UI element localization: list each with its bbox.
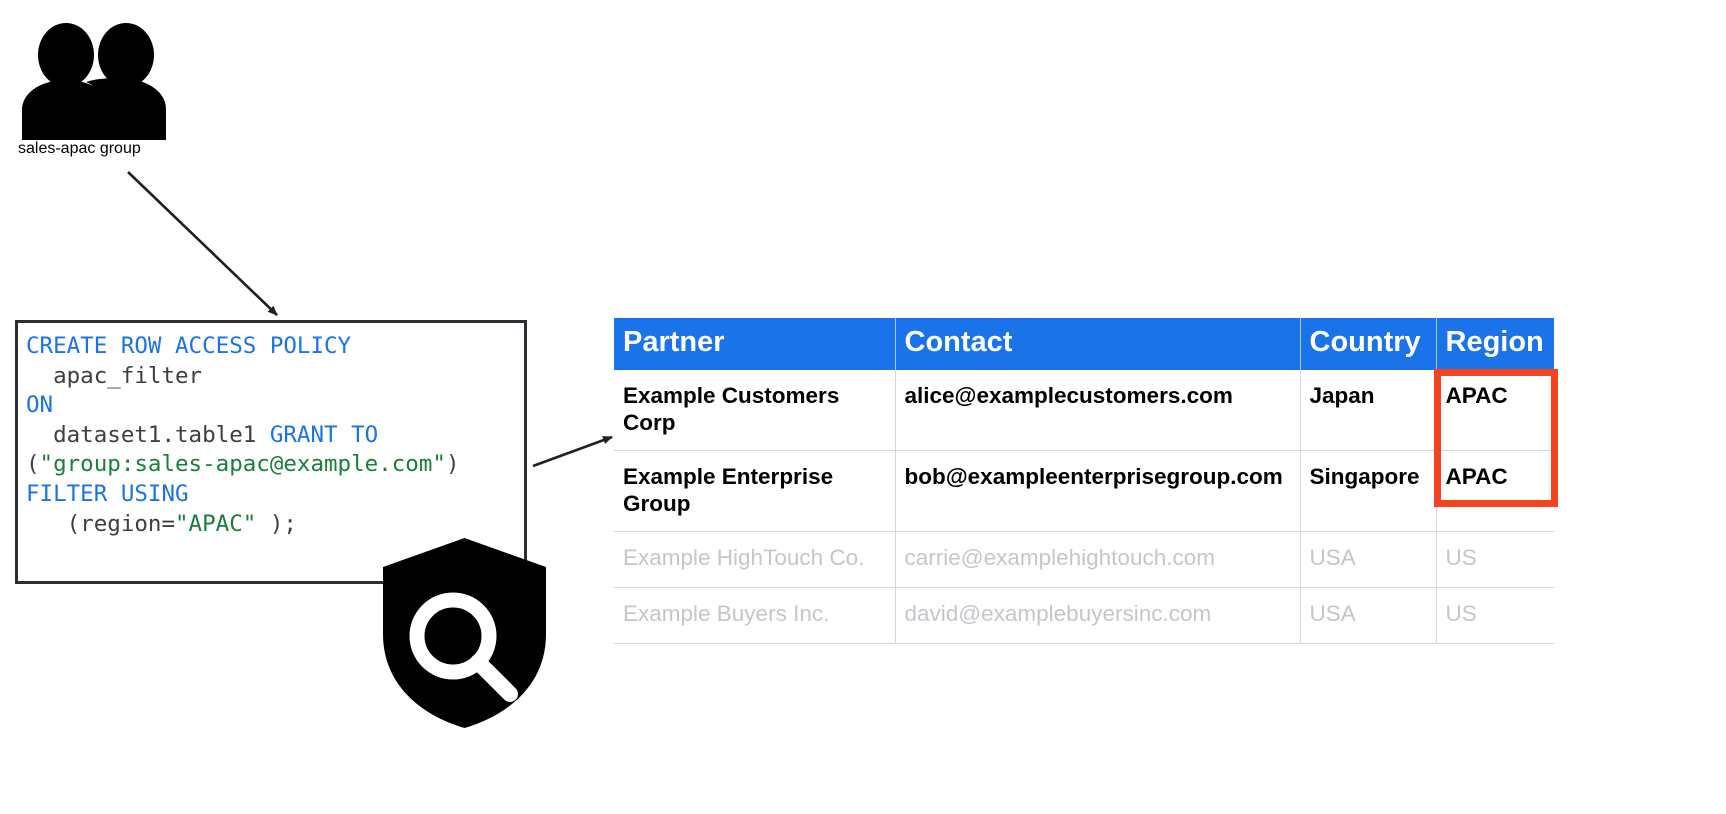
group-block: sales-apac group	[18, 22, 338, 158]
column-header-partner[interactable]: Partner	[614, 318, 896, 370]
code-token: );	[256, 510, 297, 537]
cell-region: APAC	[1436, 450, 1554, 532]
cell-region: US	[1436, 531, 1554, 588]
row-access-policy-code-box: CREATE ROW ACCESS POLICY apac_filter ON …	[15, 320, 527, 584]
cell-partner: Example Buyers Inc.	[614, 587, 896, 644]
cell-region: US	[1436, 587, 1554, 644]
sql-code: CREATE ROW ACCESS POLICY apac_filter ON …	[26, 332, 459, 539]
cell-contact: bob@exampleenterprisegroup.com	[895, 450, 1301, 532]
cell-region: APAC	[1436, 370, 1554, 451]
arrow-policy-to-table	[532, 435, 613, 468]
shield-search-icon	[383, 538, 546, 728]
group-label: sales-apac group	[18, 140, 141, 157]
cell-country: USA	[1300, 587, 1437, 644]
code-token: "group:sales-apac@example.com"	[39, 451, 446, 478]
code-token: (region=	[26, 510, 176, 537]
cell-country: Japan	[1300, 370, 1437, 451]
cell-contact: david@examplebuyersinc.com	[895, 587, 1301, 644]
code-token: ON	[26, 392, 54, 419]
code-token: apac_filter	[26, 362, 203, 389]
code-token: GRANT TO	[269, 421, 379, 448]
code-token: dataset1.table1	[26, 421, 270, 448]
cell-contact: alice@examplecustomers.com	[895, 370, 1301, 451]
cell-country: USA	[1300, 531, 1437, 588]
cell-partner: Example Customers Corp	[614, 370, 896, 451]
column-header-region[interactable]: Region	[1436, 318, 1554, 370]
code-token: (	[26, 451, 40, 478]
code-token: FILTER USING	[26, 480, 189, 507]
cell-partner: Example Enterprise Group	[614, 450, 896, 532]
code-token: )	[445, 451, 460, 478]
code-token: "APAC"	[175, 510, 257, 537]
table-row[interactable]: Example HighTouch Co.carrie@examplehight…	[614, 531, 1554, 588]
column-header-contact[interactable]: Contact	[895, 318, 1301, 370]
people-group-icon	[22, 23, 166, 140]
table-row[interactable]: Example Buyers Inc.david@examplebuyersin…	[614, 587, 1554, 644]
cell-partner: Example HighTouch Co.	[614, 531, 896, 588]
partners-table: Partner Contact Country Region Example C…	[614, 318, 1554, 644]
cell-contact: carrie@examplehightouch.com	[895, 531, 1301, 588]
table-header-row: Partner Contact Country Region	[614, 318, 1554, 370]
cell-country: Singapore	[1300, 450, 1437, 532]
column-header-country[interactable]: Country	[1300, 318, 1437, 370]
arrow-group-to-policy	[127, 171, 278, 316]
code-token: CREATE ROW ACCESS POLICY	[26, 333, 352, 359]
